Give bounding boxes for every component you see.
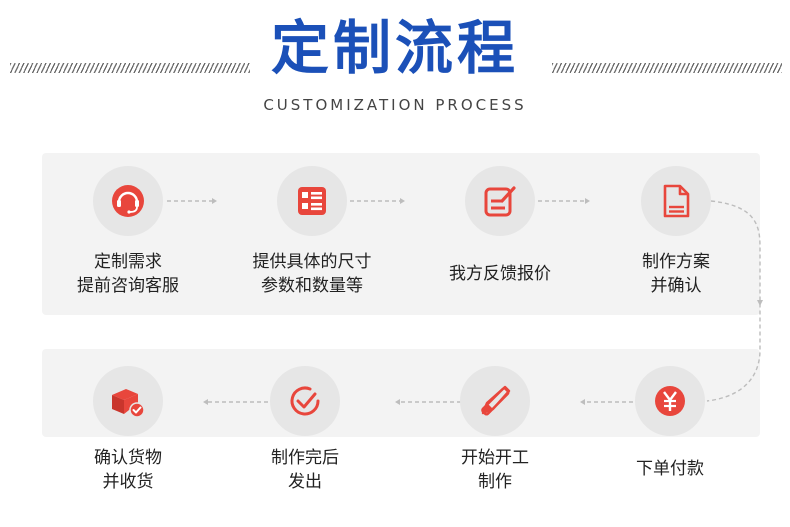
step-8-label: 确认货物 并收货 xyxy=(43,446,213,494)
header-decoration-left xyxy=(10,63,250,73)
step-5-icon-circle xyxy=(635,366,705,436)
tools-icon xyxy=(481,385,511,416)
step-6-line-2: 制作 xyxy=(478,472,512,492)
step-4-line-2: 并确认 xyxy=(650,276,702,296)
step-7-line-2: 发出 xyxy=(288,472,322,492)
step-7-label: 制作完后 发出 xyxy=(220,446,390,494)
step-1-line-2: 提前咨询客服 xyxy=(77,276,179,296)
step-2-line-1: 提供具体的尺寸 xyxy=(252,252,372,272)
edit-icon xyxy=(484,186,516,217)
process-panel-top xyxy=(42,153,760,315)
step-8-line-1: 确认货物 xyxy=(94,448,162,468)
step-2-line-2: 参数和数量等 xyxy=(261,276,363,296)
document-icon xyxy=(663,184,690,218)
step-2-icon-circle xyxy=(277,166,347,236)
step-3-label: 我方反馈报价 xyxy=(415,262,585,286)
step-5-label: 下单付款 xyxy=(585,457,755,481)
header-decoration-right xyxy=(552,63,782,73)
step-8-icon-circle xyxy=(93,366,163,436)
page-subtitle: CUSTOMIZATION PROCESS xyxy=(263,96,527,114)
step-6-icon-circle xyxy=(460,366,530,436)
step-3-line-1: 我方反馈报价 xyxy=(449,264,551,284)
step-8-line-2: 并收货 xyxy=(102,472,154,492)
step-6-line-1: 开始开工 xyxy=(461,448,529,468)
page-title: 定制流程 xyxy=(270,14,519,82)
step-4-line-1: 制作方案 xyxy=(642,252,710,272)
step-2-label: 提供具体的尺寸 参数和数量等 xyxy=(227,250,397,298)
step-7-line-1: 制作完后 xyxy=(271,448,339,468)
step-6-label: 开始开工 制作 xyxy=(410,446,580,494)
step-4-icon-circle xyxy=(641,166,711,236)
step-1-label: 定制需求 提前咨询客服 xyxy=(43,250,213,298)
check-icon xyxy=(290,386,320,416)
step-1-icon-circle xyxy=(93,166,163,236)
package-icon xyxy=(112,389,145,418)
list-icon xyxy=(298,187,326,215)
customer-service-icon xyxy=(112,185,144,217)
step-7-icon-circle xyxy=(270,366,340,436)
yen-icon xyxy=(655,386,685,416)
step-5-line-1: 下单付款 xyxy=(636,459,704,479)
step-1-line-1: 定制需求 xyxy=(94,252,162,272)
step-3-icon-circle xyxy=(465,166,535,236)
step-4-label: 制作方案 并确认 xyxy=(591,250,761,298)
